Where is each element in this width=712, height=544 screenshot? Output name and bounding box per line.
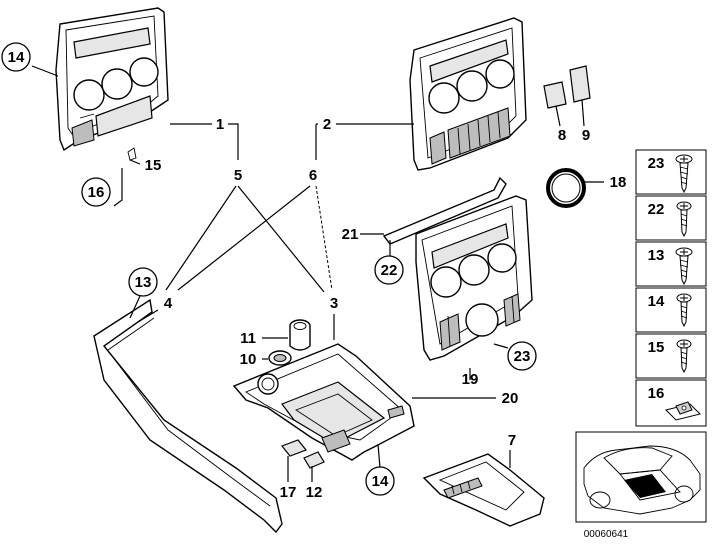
callout-5: 5 [234, 167, 242, 184]
legend-row-16: 16 [635, 379, 707, 427]
legend-row-23: 23 [635, 149, 707, 195]
clip-nut-icon [665, 401, 701, 421]
legend-row-22: 22 [635, 195, 707, 241]
svg-text:16: 16 [648, 385, 665, 402]
callout-11: 11 [240, 330, 256, 347]
center-console-part-20 [232, 343, 415, 461]
callout-18: 18 [610, 174, 627, 191]
callout-4: 4 [164, 295, 173, 312]
part-8-cover [543, 81, 567, 109]
svg-text:15: 15 [648, 339, 665, 356]
callout-10: 10 [240, 351, 257, 368]
fastener-legend: 23 22 13 [635, 149, 707, 427]
car-outline-icon [583, 445, 701, 515]
svg-text:22: 22 [648, 201, 665, 218]
callout-22: 22 [381, 262, 398, 279]
shift-surround-part-7 [422, 453, 545, 527]
socket-part-10 [268, 350, 292, 366]
cover-part-12 [303, 451, 325, 469]
side-trim-part-4 [93, 298, 283, 534]
callout-15: 15 [145, 157, 162, 174]
trim-panel-19 [415, 195, 533, 361]
callout-7: 7 [508, 432, 516, 449]
trim-panel-1 [55, 7, 169, 161]
callout-14-bottom: 14 [372, 473, 389, 490]
screw-icon [676, 339, 692, 374]
screw-icon [676, 293, 692, 328]
callout-23: 23 [514, 348, 531, 365]
trim-panel-2 [409, 17, 527, 171]
callout-1: 1 [216, 116, 224, 133]
callout-8: 8 [558, 127, 566, 144]
callout-9: 9 [582, 127, 590, 144]
car-locator-thumbnail [575, 431, 707, 523]
callout-14-top: 14 [8, 49, 25, 66]
callout-19: 19 [462, 371, 479, 388]
callout-16: 16 [88, 184, 105, 201]
callout-13: 13 [135, 274, 152, 291]
callout-6: 6 [309, 167, 317, 184]
screw-icon [675, 247, 693, 286]
callout-2: 2 [323, 116, 331, 133]
callout-3: 3 [330, 295, 338, 312]
screw-icon [675, 154, 693, 194]
callout-21: 21 [342, 226, 359, 243]
callout-labels: 1 2 5 6 4 3 11 10 17 12 7 8 9 18 21 19 2… [1, 42, 627, 501]
svg-text:14: 14 [648, 293, 665, 310]
lighter-part-11 [289, 319, 311, 351]
ring-part-18 [546, 168, 586, 208]
cover-part-17 [281, 439, 307, 457]
screw-icon [676, 201, 692, 238]
diagram-code: 00060641 [584, 529, 629, 540]
callout-20: 20 [502, 390, 519, 407]
callout-12: 12 [306, 484, 323, 501]
leader-lines [31, 65, 604, 482]
legend-row-13: 13 [635, 241, 707, 287]
svg-text:13: 13 [648, 247, 665, 264]
legend-row-14: 14 [635, 287, 707, 333]
legend-row-15: 15 [635, 333, 707, 379]
svg-text:23: 23 [648, 155, 665, 172]
callout-17: 17 [280, 484, 297, 501]
part-9-cover [569, 65, 591, 103]
